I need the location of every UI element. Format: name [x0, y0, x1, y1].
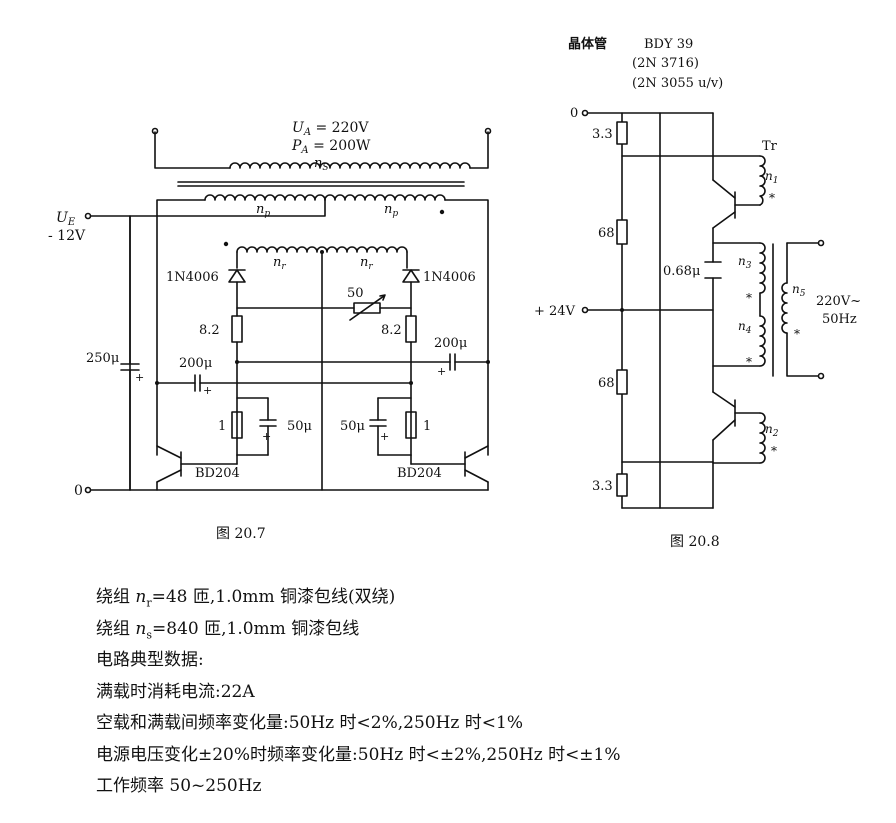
- ue-value: - 12V: [48, 228, 86, 244]
- ns-label: nS: [314, 156, 329, 173]
- cap-200u-right-plus: +: [437, 365, 446, 378]
- diode-right: [402, 269, 420, 317]
- transistor-bdy39-upper: [712, 179, 761, 229]
- note-typical-data: 电路典型数据:: [96, 650, 204, 670]
- feedback-winding-nr: [236, 246, 408, 491]
- cap-200u-left-plus: +: [203, 384, 212, 397]
- output-voltage-label: 220V~: [816, 294, 861, 309]
- fig2-supply-label: + 24V: [534, 304, 576, 319]
- cap-200u-left-label: 200μ: [179, 356, 212, 371]
- c50-right-label: 50μ: [340, 419, 365, 434]
- r1-left-label: 1: [218, 419, 226, 434]
- n4-label: n4: [738, 319, 752, 336]
- cap-250u-plus: +: [135, 371, 144, 384]
- cap-0-68u-label: 0.68μ: [663, 264, 700, 279]
- resistor-68-lower: [616, 369, 628, 395]
- transistor-left-label: BD204: [195, 466, 240, 481]
- resistor-3-3-bottom: [616, 473, 628, 497]
- ground-terminal: [84, 486, 92, 494]
- note-winding-ns: 绕组 ns=840 匝,1.0mm 铜漆包线: [96, 618, 360, 641]
- winding-notes: 绕组 nr=48 匝,1.0mm 铜漆包线(双绕) 绕组 ns=840 匝,1.…: [96, 582, 856, 803]
- note-load-frequency-change: 空载和满载间频率变化量:50Hz 时<2%,250Hz 时<1%: [96, 713, 524, 733]
- note-full-load-current: 满载时消耗电流:22A: [96, 681, 255, 702]
- fig2-zero-label: 0: [570, 106, 578, 121]
- fig2-title-part: BDY 39: [644, 37, 693, 52]
- fig-20-7-caption: 图 20.7: [216, 526, 266, 542]
- transistor-bd204-left: [156, 445, 238, 491]
- transistor-bdy39-lower: [712, 391, 761, 441]
- n5-label: n5: [792, 282, 806, 299]
- fig1-zero-label: 0: [74, 483, 83, 499]
- ue-terminal: [84, 212, 92, 220]
- fig-20-7-circuit: [84, 127, 492, 494]
- resistor-3-3-top: [616, 121, 628, 145]
- note-winding-nr: 绕组 nr=48 匝,1.0mm 铜漆包线(双绕): [96, 587, 396, 610]
- emitter-network-right: [369, 397, 417, 456]
- n4-star: *: [746, 355, 752, 369]
- nr-right-label: nr: [360, 255, 373, 272]
- note-voltage-frequency-change: 电源电压变化±20%时频率变化量:50Hz 时<±2%,250Hz 时<±1%: [96, 744, 621, 765]
- cap-200u-right-label: 200μ: [434, 336, 467, 351]
- ue-label: UE: [56, 210, 76, 228]
- fig2-alt2: (2N 3055 u/v): [632, 76, 723, 91]
- resistor-68-upper: [616, 219, 628, 245]
- nr-left-label: nr: [273, 255, 286, 272]
- n1-star: *: [769, 191, 775, 205]
- ua-label: UA = 220V: [292, 120, 369, 138]
- note-operating-frequency: 工作频率 50~250Hz: [96, 776, 262, 796]
- r-3-3-top-label: 3.3: [592, 127, 613, 142]
- n3-star: *: [746, 291, 752, 305]
- n5-star: *: [794, 327, 800, 341]
- pot-label: 50: [347, 286, 364, 301]
- n1-label: n1: [765, 169, 778, 186]
- c50-left-label: 50μ: [287, 419, 312, 434]
- r-68-upper-label: 68: [598, 226, 615, 241]
- transistor-bd204-right: [410, 445, 489, 491]
- emitter-network-left: [231, 397, 277, 456]
- secondary-winding-ns: [151, 127, 492, 169]
- diode-left: [228, 269, 246, 317]
- diode-right-label: 1N4006: [423, 270, 476, 285]
- r1-right-label: 1: [423, 419, 431, 434]
- pa-label: PA = 200W: [291, 138, 371, 156]
- transistor-right-label: BD204: [397, 466, 442, 481]
- n2-star: *: [771, 444, 777, 458]
- capacitor-250u: [120, 215, 140, 491]
- potentiometer-50: [236, 294, 412, 321]
- n2-label: n2: [765, 422, 779, 439]
- c50-right-plus: +: [380, 430, 389, 443]
- resistor-right-label: 8.2: [381, 323, 402, 338]
- r-68-lower-label: 68: [598, 376, 615, 391]
- resistor-8-2-left: [231, 315, 243, 343]
- np-right-label: np: [384, 202, 398, 219]
- resistor-8-2-right: [405, 315, 417, 343]
- fig2-alt1: (2N 3716): [632, 56, 699, 71]
- tr-label: Tr: [762, 139, 778, 154]
- fig-20-8-caption: 图 20.8: [670, 534, 720, 550]
- fig2-title-cn: 晶体管: [568, 36, 607, 52]
- output-frequency-label: 50Hz: [822, 312, 857, 327]
- n3-label: n3: [738, 254, 752, 271]
- c50-left-plus: +: [262, 430, 271, 443]
- np-left-label: np: [256, 202, 270, 219]
- r-3-3-bottom-label: 3.3: [592, 479, 613, 494]
- cap-250u-label: 250μ: [86, 351, 119, 366]
- capacitor-200u-left: [156, 374, 412, 392]
- resistor-left-label: 8.2: [199, 323, 220, 338]
- fig-20-8-circuit: [581, 109, 825, 509]
- diode-left-label: 1N4006: [166, 270, 219, 285]
- capacitor-200u-right: [449, 353, 489, 371]
- transformer-tr: [712, 155, 819, 464]
